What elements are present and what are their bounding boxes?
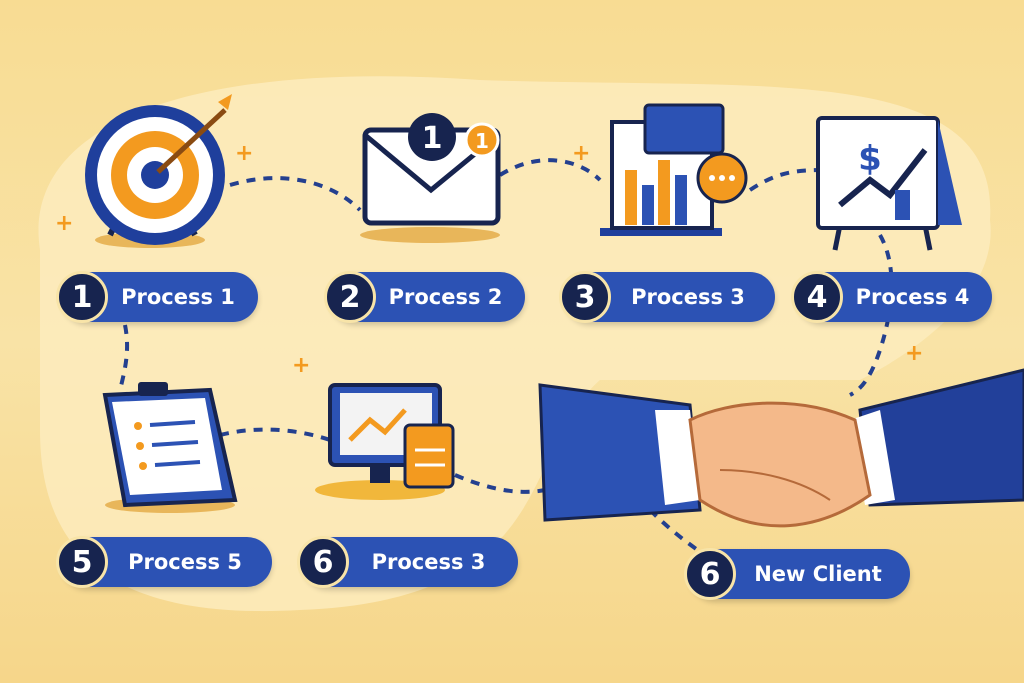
email-icon: 1 1 xyxy=(360,113,501,243)
dollar-sign: $ xyxy=(858,139,882,179)
clipboard-icon xyxy=(102,382,238,513)
step-number: 5 xyxy=(56,536,108,588)
step-3-pill[interactable]: 3 Process 3 xyxy=(559,271,775,323)
step-label: Process 4 xyxy=(855,285,970,309)
svg-text:+: + xyxy=(235,141,253,166)
step-number: 4 xyxy=(791,271,843,323)
step-label: Process 2 xyxy=(388,285,503,309)
monitor-icon xyxy=(315,383,455,500)
step-number: 3 xyxy=(559,271,611,323)
step-label: Process 5 xyxy=(128,550,242,574)
step-2-pill[interactable]: 2 Process 2 xyxy=(324,271,525,323)
new-client-pill[interactable]: 6 New Client xyxy=(684,548,910,600)
step-label: Process 1 xyxy=(121,285,235,309)
notification-badge: 1 xyxy=(475,129,489,153)
step-1-pill[interactable]: 1 Process 1 xyxy=(56,271,258,323)
step-5-pill[interactable]: 5 Process 5 xyxy=(56,536,272,588)
svg-text:+: + xyxy=(55,211,73,236)
sparkle-decorations: + + + + + xyxy=(55,141,923,378)
step-label: Process 3 xyxy=(371,550,486,574)
chart-chat-icon xyxy=(600,103,748,236)
dollar-growth-board-icon: $ xyxy=(816,116,962,251)
step-label: Process 3 xyxy=(631,285,745,309)
svg-text:+: + xyxy=(572,141,590,166)
email-count-badge: 1 xyxy=(422,121,443,156)
target-icon xyxy=(85,94,232,248)
step-number: 2 xyxy=(324,271,376,323)
step-number: 6 xyxy=(684,548,736,600)
svg-text:+: + xyxy=(292,353,310,378)
svg-text:+: + xyxy=(905,341,923,366)
step-label: New Client xyxy=(754,562,882,586)
step-number: 1 xyxy=(56,271,108,323)
step-4-pill[interactable]: 4 Process 4 xyxy=(791,271,992,323)
step-number: 6 xyxy=(297,536,349,588)
handshake-icon xyxy=(538,368,1024,528)
step-6-pill[interactable]: 6 Process 3 xyxy=(297,536,518,588)
